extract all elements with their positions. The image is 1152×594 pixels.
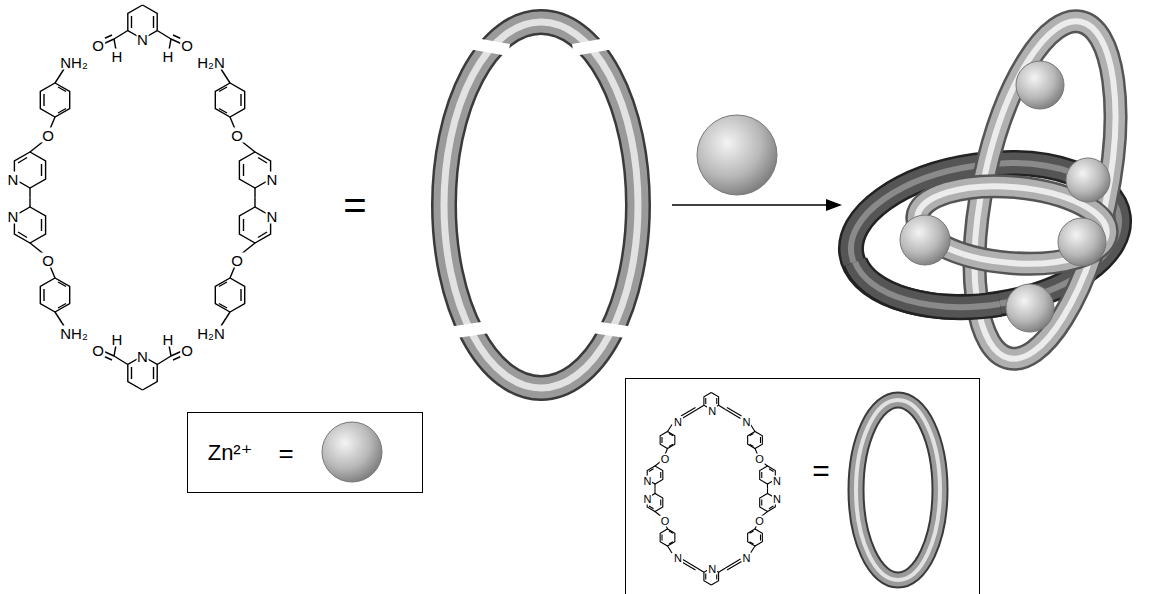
atom-label: N: [742, 552, 752, 563]
atom-label: O: [41, 253, 55, 268]
atom-label: N: [673, 417, 683, 428]
atom-label: N: [7, 209, 20, 224]
atom-label: N: [673, 552, 683, 563]
atom-label: NH₂: [59, 55, 89, 70]
knot-figure: [842, 9, 1142, 371]
atom-label: N: [266, 172, 279, 187]
atom-label: N: [136, 32, 149, 47]
atom-label: H₂N: [196, 55, 226, 70]
atom-label: N: [707, 564, 717, 575]
open-tube: [444, 22, 638, 388]
atom-label: O: [230, 128, 244, 143]
atom-label: H: [162, 332, 175, 347]
zinc-ball: [322, 422, 382, 482]
precursor-structure: [14, 5, 270, 390]
atom-label: O: [660, 516, 671, 527]
closed-tube: [856, 400, 940, 580]
atom-label: H: [162, 49, 175, 64]
reaction-arrow: [672, 199, 842, 211]
atom-label: NH₂: [59, 326, 89, 341]
atom-label: O: [660, 453, 671, 464]
atom-label: N: [707, 405, 717, 416]
atom-label: O: [754, 453, 765, 464]
equals-sign: =: [811, 456, 831, 486]
zinc-ball: [697, 115, 777, 195]
atom-label: O: [754, 516, 765, 527]
atom-label: N: [742, 417, 752, 428]
legend-box: Zn²⁺ =: [187, 412, 423, 493]
atom-label: O: [180, 38, 194, 53]
equals-sign: =: [342, 185, 367, 225]
atom-label: N: [7, 172, 20, 187]
atom-label: H₂N: [196, 326, 226, 341]
atom-label: O: [230, 253, 244, 268]
atom-label: N: [643, 494, 653, 505]
atom-label: N: [772, 494, 782, 505]
ion-label: Zn²⁺: [207, 442, 254, 464]
atom-label: H: [111, 332, 124, 347]
atom-label: O: [91, 38, 105, 53]
atom-label: H: [111, 49, 124, 64]
atom-label: N: [772, 475, 782, 486]
atom-label: O: [41, 128, 55, 143]
atom-label: O: [91, 343, 105, 358]
inset-box: NNNOONNNNOONNN=: [625, 378, 980, 594]
macrocycle-structure: [647, 393, 775, 586]
equals-sign: =: [277, 440, 294, 466]
atom-label: N: [643, 475, 653, 486]
atom-label: N: [266, 209, 279, 224]
atom-label: O: [180, 343, 194, 358]
atom-label: N: [136, 349, 149, 364]
